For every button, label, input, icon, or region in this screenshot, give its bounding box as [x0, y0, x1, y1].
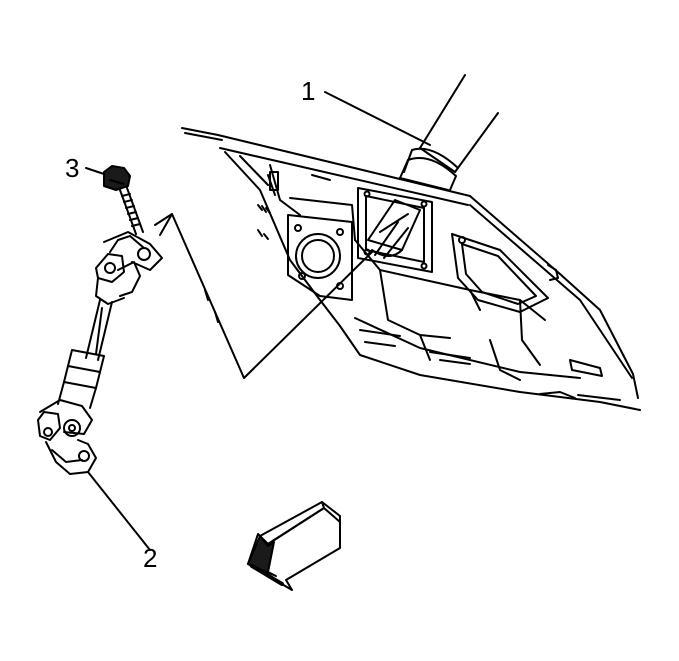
- callout-label-2: 2: [143, 543, 158, 573]
- callout-label-3: 3: [65, 153, 80, 183]
- bolt: [103, 165, 144, 235]
- intermediate-shaft: [37, 231, 163, 475]
- front-direction-arrow-icon: [247, 501, 341, 591]
- steering-column: [367, 74, 499, 259]
- install-guide-line: [154, 213, 373, 379]
- callout-label-1: 1: [301, 76, 316, 106]
- dash-panel: [181, 127, 641, 411]
- callout-leaders: [85, 91, 431, 551]
